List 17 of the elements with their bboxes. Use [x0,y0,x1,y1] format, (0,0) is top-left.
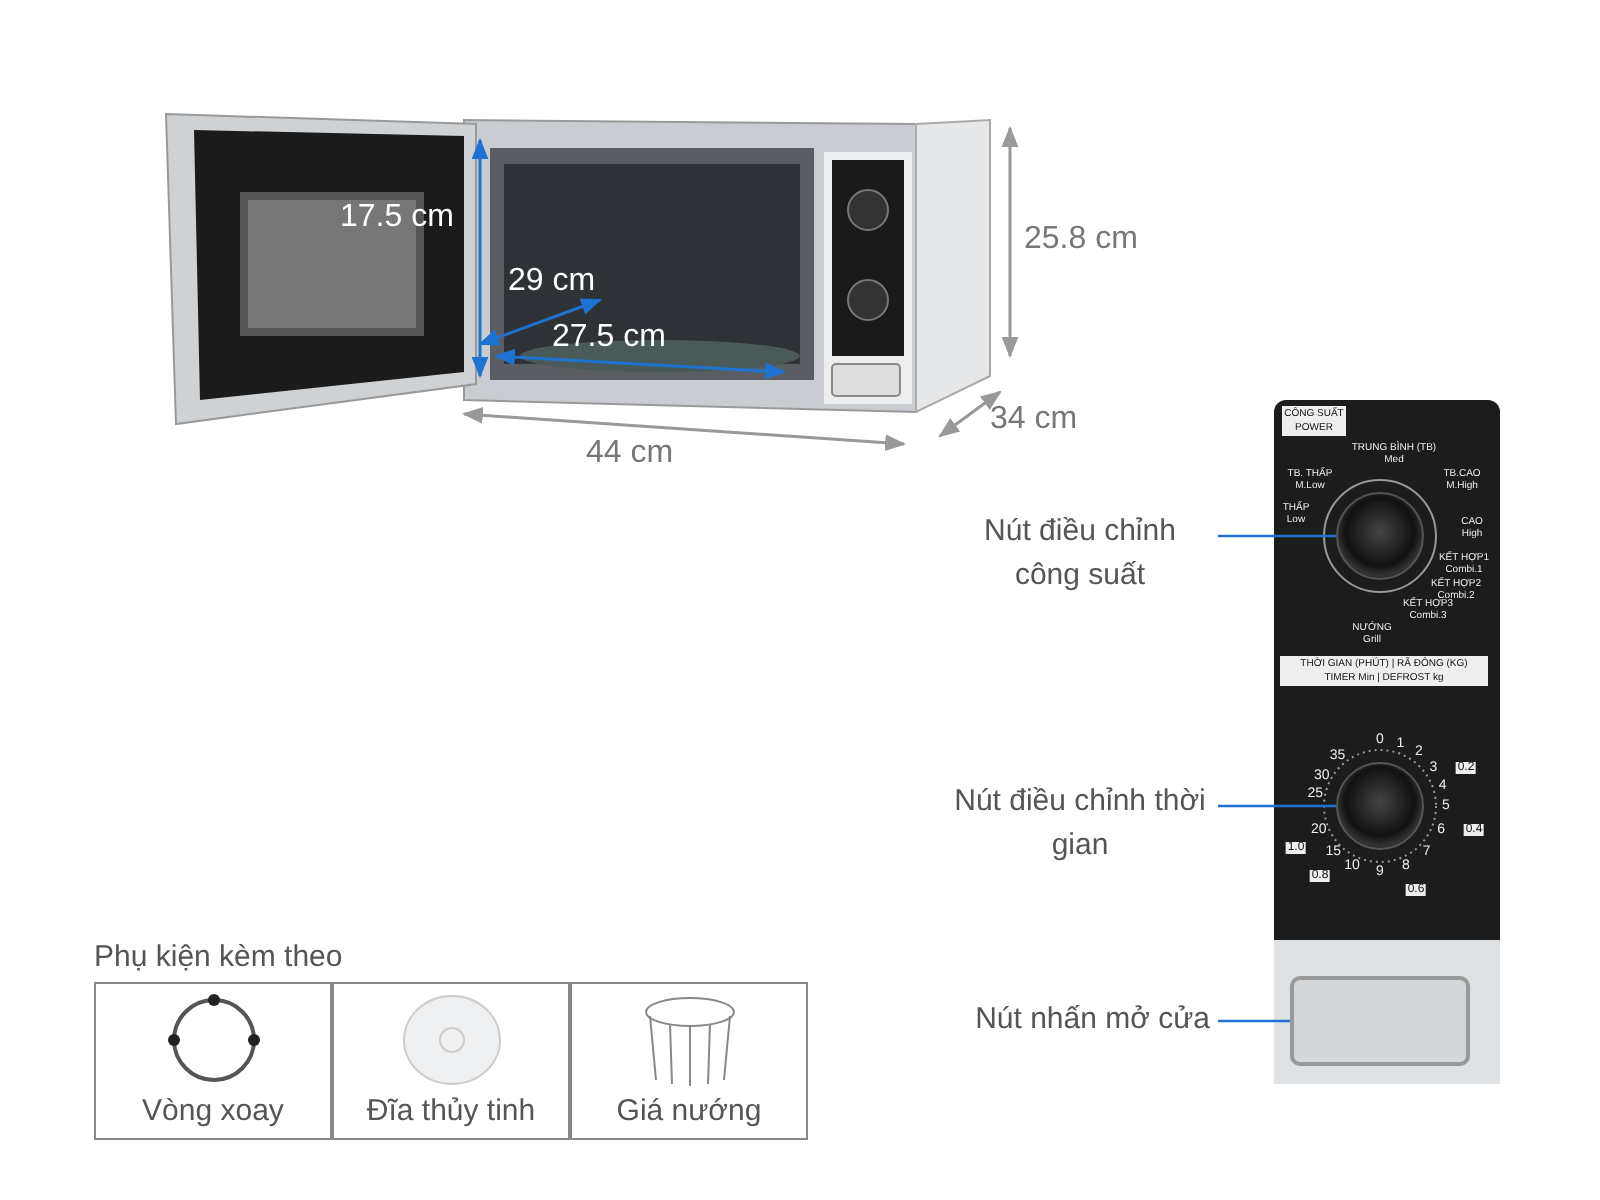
dimension-label: 29 cm [508,264,596,300]
dimension-label: 25.8 cm [1024,222,1138,258]
callout-text: Nút điều chỉnh thời gian [950,780,1210,868]
leader-line [1218,1019,1290,1023]
dimension-label: 44 cm [586,436,674,472]
accessory-caption: Giá nướng [614,1094,764,1128]
accessory-caption: Vòng xoay [140,1094,286,1128]
callout-text: Nút điều chỉnh công suất [950,510,1210,598]
dimension-label: 17.5 cm [340,200,454,236]
callout-text: Nút nhấn mở cửa [910,998,1210,1042]
dimension-label: 34 cm [990,402,1078,438]
leader-line [1218,804,1336,808]
accessory-caption: Đĩa thủy tinh [364,1094,538,1128]
door-release-button [1290,976,1470,1066]
leader-line [1218,534,1336,538]
section-heading: Phụ kiện kèm theo [94,938,343,978]
dimension-label: 27.5 cm [552,320,666,356]
